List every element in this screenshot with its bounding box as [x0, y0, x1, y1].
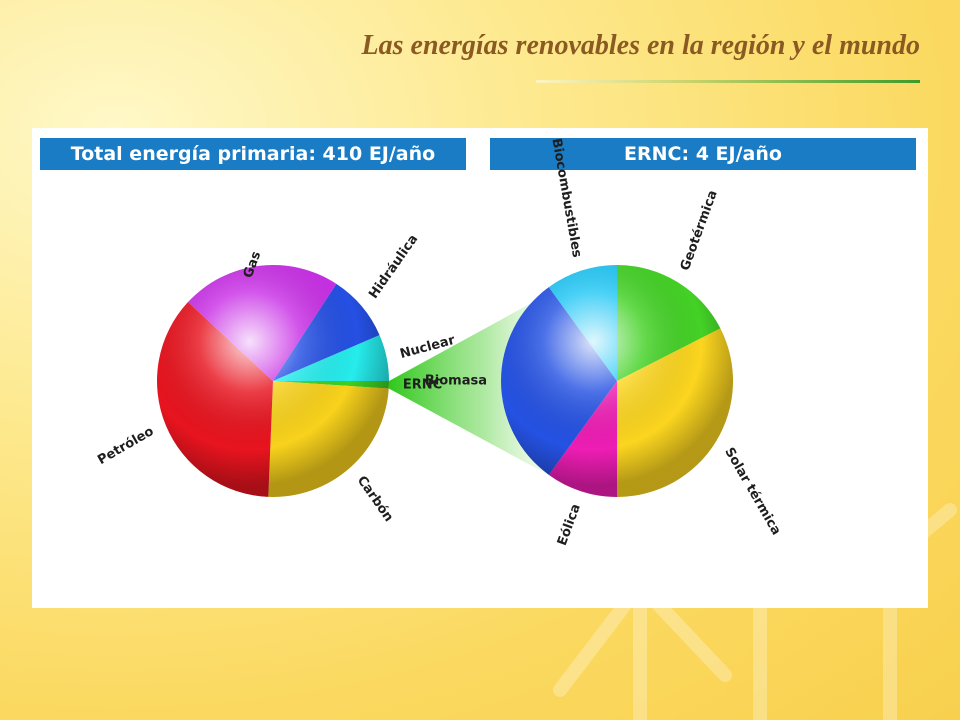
slice-label-biomasa: Biomasa: [425, 374, 487, 389]
slice-label-eolica: Eólica: [555, 502, 584, 548]
slice-label-geotermica: Geotérmica: [678, 188, 721, 272]
slice-label-ernc: ERNC: [403, 378, 442, 393]
chart-panel: Total energía primaria: 410 EJ/año ERNC:…: [32, 128, 928, 608]
slice-label-carbon: Carbón: [354, 473, 396, 524]
pie-shading: [501, 265, 733, 497]
slice-label-solar-termica: Solar térmica: [721, 445, 783, 538]
slide-title: Las energías renovables en la región y e…: [361, 30, 920, 61]
slice-label-hidraulica: Hidráulica: [366, 232, 421, 302]
pie-shading: [157, 265, 389, 497]
slice-label-petroleo: Petróleo: [95, 424, 156, 468]
primary-energy-banner: Total energía primaria: 410 EJ/año: [40, 138, 466, 170]
slice-label-biocombustibles: Biocombustibles: [548, 137, 584, 259]
title-underline: [536, 80, 920, 83]
ernc-banner: ERNC: 4 EJ/año: [490, 138, 916, 170]
